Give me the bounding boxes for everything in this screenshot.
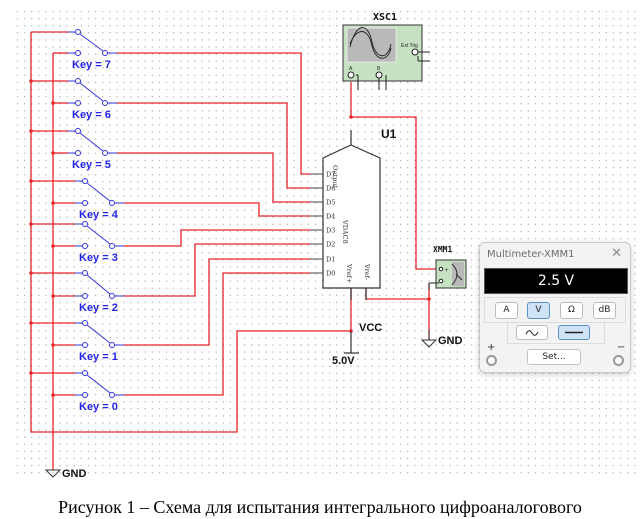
dc-line-icon <box>565 331 583 334</box>
multimeter-window[interactable]: Multimeter-XMM1 ✕ 2.5 V A V Ω dB + Set..… <box>479 242 631 373</box>
dac-pin-label-d7: D7 <box>326 171 335 179</box>
multimeter-window-title: Multimeter-XMM1 <box>487 249 575 260</box>
minus-terminal-label: − <box>617 342 626 353</box>
wire-output <box>350 82 437 270</box>
dac-output-pin-label: Output <box>331 165 339 188</box>
wire-d7 <box>117 52 310 175</box>
wire-d4 <box>124 202 310 217</box>
dac-pin-label-d1: D1 <box>326 256 335 264</box>
junction-dot <box>29 321 33 325</box>
ac-coupling-button[interactable] <box>516 325 548 340</box>
mode-button-ohm[interactable]: Ω <box>560 302 583 319</box>
switch-label-key-0: Key = 0 <box>79 401 118 413</box>
ground-symbol-right <box>420 330 438 348</box>
mode-button-volt[interactable]: V <box>527 302 550 319</box>
minus-terminal[interactable] <box>613 355 624 366</box>
dac-u1 <box>310 130 381 300</box>
junction-dot <box>51 393 55 397</box>
switch-key-7[interactable] <box>68 29 117 56</box>
scope-ref-label: XSC1 <box>373 12 398 23</box>
junction-dot <box>29 129 33 133</box>
ground-symbol-left <box>44 469 62 478</box>
switch-key-1[interactable] <box>75 320 124 348</box>
figure-caption: Рисунок 1 – Схема для испытания интеграл… <box>58 497 582 517</box>
scope-channel-a-label: A <box>349 66 353 72</box>
switch-key-4[interactable] <box>75 178 124 206</box>
junction-dot <box>29 79 33 83</box>
dac-vref-minus-label: Vref- <box>363 263 371 280</box>
dc-coupling-button[interactable] <box>558 325 590 340</box>
dac-pin-label-d4: D4 <box>326 213 335 221</box>
switch-key-2[interactable] <box>75 270 124 299</box>
switch-label-key-7: Key = 7 <box>72 59 111 71</box>
sine-wave-icon <box>525 330 539 336</box>
junction-dot <box>51 244 55 248</box>
dac-model-label: VDAC8 <box>341 219 349 244</box>
coupling-button-group <box>507 322 605 344</box>
junction-dot <box>29 222 33 226</box>
scope-ext-trig-label: Ext Trig <box>401 43 418 49</box>
wire-d5 <box>117 152 310 203</box>
multimeter-reading: 2.5 V <box>484 268 628 294</box>
wire-vref-minus <box>365 288 429 300</box>
dac-ref-label: U1 <box>381 127 397 141</box>
mm-symbol-plus: + <box>445 268 449 274</box>
dac-pin-label-d0: D0 <box>326 270 335 278</box>
vcc-symbol <box>344 331 359 354</box>
oscilloscope-xsc1[interactable] <box>342 24 430 90</box>
switch-label-key-2: Key = 2 <box>79 302 118 314</box>
junction-dot <box>51 294 55 298</box>
junction-dot <box>51 343 55 347</box>
switch-key-0[interactable] <box>75 370 124 398</box>
dac-vref-plus-label: Vref+ <box>345 263 353 284</box>
junction-dot <box>29 271 33 275</box>
gnd-label-left: GND <box>62 468 87 480</box>
wire-d0 <box>124 272 310 396</box>
wire-d6 <box>117 102 310 189</box>
junction-dot <box>427 297 431 301</box>
dac-pin-label-d6: D6 <box>326 185 335 193</box>
mode-button-ampere[interactable]: A <box>495 302 518 319</box>
switch-label-key-1: Key = 1 <box>79 351 118 363</box>
junction-dot <box>349 115 353 119</box>
junction-dot <box>29 179 33 183</box>
plus-terminal-label: + <box>487 342 496 353</box>
switch-label-key-3: Key = 3 <box>79 252 118 264</box>
switch-key-6[interactable] <box>68 78 117 106</box>
switch-label-key-6: Key = 6 <box>72 109 111 121</box>
junction-dot <box>29 371 33 375</box>
scope-channel-b-label: B <box>377 66 381 72</box>
wire-d3 <box>124 229 310 247</box>
wire-d1 <box>124 258 310 346</box>
mode-button-group: A V Ω dB <box>484 297 626 323</box>
wire-d2 <box>124 243 310 297</box>
switch-label-key-5: Key = 5 <box>72 159 111 171</box>
dac-pin-label-d5: D5 <box>326 199 335 207</box>
junction-dot <box>51 151 55 155</box>
multimeter-symbol-xmm1[interactable] <box>428 259 467 290</box>
dac-pin-label-d2: D2 <box>326 241 335 249</box>
switch-label-key-4: Key = 4 <box>79 209 118 221</box>
vcc-label: VCC <box>359 322 383 334</box>
dac-pin-label-d3: D3 <box>326 227 335 235</box>
junction-dot <box>51 201 55 205</box>
mode-button-db[interactable]: dB <box>593 302 616 319</box>
wire-upper-rail <box>30 32 351 433</box>
vcc-value-label: 5.0V <box>332 355 355 367</box>
switch-key-5[interactable] <box>68 128 117 156</box>
set-button[interactable]: Set... <box>527 349 581 365</box>
switch-key-3[interactable] <box>75 221 124 249</box>
multimeter-ref-label: XMM1 <box>433 245 453 254</box>
close-icon[interactable]: ✕ <box>611 246 622 261</box>
gnd-label-right: GND <box>438 335 463 347</box>
junction-dot <box>51 101 55 105</box>
plus-terminal[interactable] <box>486 355 497 366</box>
